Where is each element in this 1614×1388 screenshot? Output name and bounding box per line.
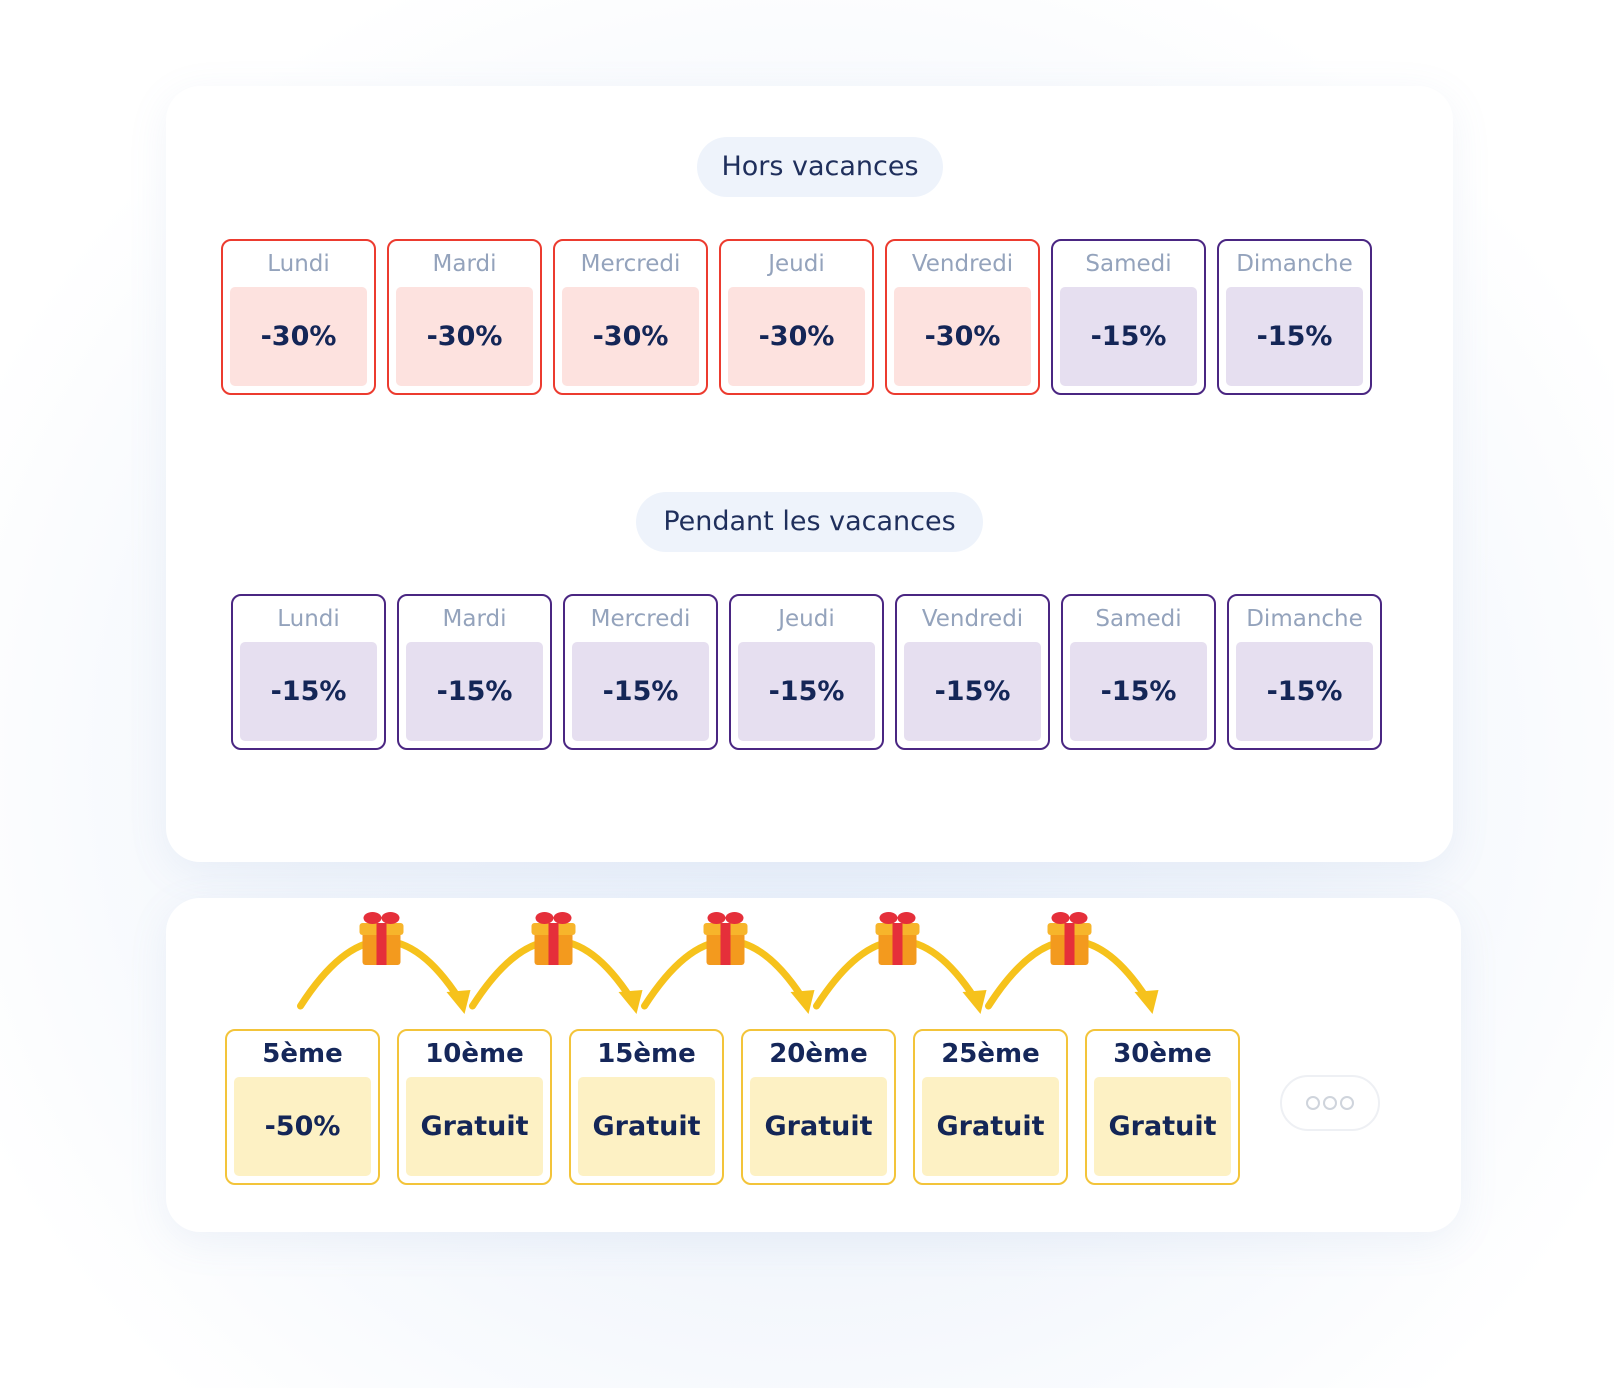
hors-vacances-days-row: Lundi-30%Mardi-30%Mercredi-30%Jeudi-30%V… bbox=[221, 239, 1372, 395]
discount-value: -15% bbox=[738, 642, 875, 741]
loyalty-step-label: 10ème bbox=[425, 1039, 524, 1069]
day-card: Mardi -15% bbox=[397, 594, 552, 750]
loyalty-step-label: 20ème bbox=[769, 1039, 868, 1069]
loyalty-reward-value: Gratuit bbox=[578, 1077, 715, 1176]
loyalty-step-label: 15ème bbox=[597, 1039, 696, 1069]
day-label: Vendredi bbox=[911, 251, 1014, 277]
day-card: Dimanche -15% bbox=[1227, 594, 1382, 750]
day-label: Mercredi bbox=[590, 606, 691, 632]
day-card: Vendredi -15% bbox=[895, 594, 1050, 750]
day-card: Mercredi -15% bbox=[563, 594, 718, 750]
discount-value: -15% bbox=[572, 642, 709, 741]
day-label: Samedi bbox=[1085, 251, 1172, 277]
loyalty-step-card: 5ème -50% bbox=[225, 1029, 380, 1185]
loyalty-step-label: 5ème bbox=[262, 1039, 343, 1069]
discount-value: -30% bbox=[894, 287, 1031, 386]
pendant-vacances-days-row: Lundi-15%Mardi-15%Mercredi-15%Jeudi-15%V… bbox=[231, 594, 1382, 750]
hors-vacances-title: Hors vacances bbox=[697, 137, 943, 197]
ellipsis-icon-dot bbox=[1340, 1096, 1354, 1110]
day-label: Dimanche bbox=[1236, 251, 1353, 277]
day-card: Mardi -30% bbox=[387, 239, 542, 395]
day-card: Jeudi -15% bbox=[729, 594, 884, 750]
day-label: Lundi bbox=[267, 251, 330, 277]
day-card: Mercredi -30% bbox=[553, 239, 708, 395]
loyalty-step-label: 30ème bbox=[1113, 1039, 1212, 1069]
day-label: Vendredi bbox=[921, 606, 1024, 632]
pendant-vacances-title: Pendant les vacances bbox=[636, 492, 983, 552]
day-label: Mercredi bbox=[580, 251, 681, 277]
day-card: Samedi -15% bbox=[1051, 239, 1206, 395]
day-card: Dimanche -15% bbox=[1217, 239, 1372, 395]
day-label: Dimanche bbox=[1246, 606, 1363, 632]
discount-value: -15% bbox=[406, 642, 543, 741]
day-card: Samedi -15% bbox=[1061, 594, 1216, 750]
ellipsis-icon-dot bbox=[1323, 1096, 1337, 1110]
day-label: Jeudi bbox=[778, 606, 835, 632]
discount-value: -15% bbox=[1226, 287, 1363, 386]
loyalty-reward-value: Gratuit bbox=[750, 1077, 887, 1176]
loyalty-reward-value: Gratuit bbox=[922, 1077, 1059, 1176]
loyalty-reward-value: -50% bbox=[234, 1077, 371, 1176]
day-card: Vendredi -30% bbox=[885, 239, 1040, 395]
discount-value: -15% bbox=[1060, 287, 1197, 386]
day-label: Jeudi bbox=[768, 251, 825, 277]
day-card: Jeudi -30% bbox=[719, 239, 874, 395]
loyalty-reward-value: Gratuit bbox=[406, 1077, 543, 1176]
day-card: Lundi -15% bbox=[231, 594, 386, 750]
discount-value: -30% bbox=[230, 287, 367, 386]
discount-value: -15% bbox=[904, 642, 1041, 741]
day-card: Lundi -30% bbox=[221, 239, 376, 395]
day-label: Samedi bbox=[1095, 606, 1182, 632]
loyalty-reward-value: Gratuit bbox=[1094, 1077, 1231, 1176]
discount-value: -15% bbox=[1236, 642, 1373, 741]
loyalty-step-label: 25ème bbox=[941, 1039, 1040, 1069]
more-steps-button[interactable] bbox=[1280, 1075, 1380, 1131]
ellipsis-icon-dot bbox=[1306, 1096, 1320, 1110]
discount-value: -30% bbox=[728, 287, 865, 386]
day-label: Lundi bbox=[277, 606, 340, 632]
discount-value: -15% bbox=[240, 642, 377, 741]
day-label: Mardi bbox=[442, 606, 507, 632]
day-label: Mardi bbox=[432, 251, 497, 277]
discount-value: -15% bbox=[1070, 642, 1207, 741]
discount-value: -30% bbox=[562, 287, 699, 386]
discount-value: -30% bbox=[396, 287, 533, 386]
